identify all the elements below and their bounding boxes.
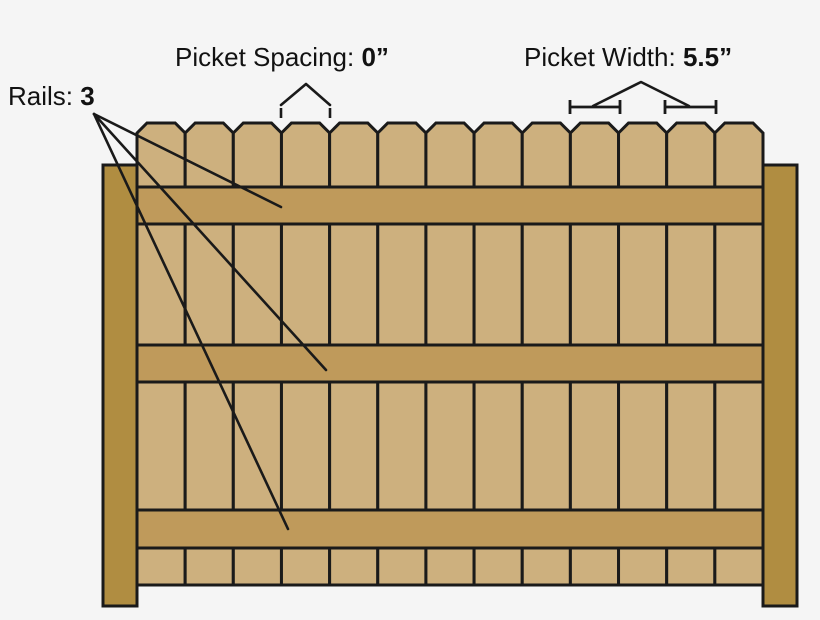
rails-leader-lines [92,112,328,531]
leader-to-bottom-rail [92,112,290,531]
rails-label: Rails: 3 [8,81,95,111]
picket-spacing-label: Picket Spacing: 0” [175,42,389,72]
picket-spacing-value: 0” [361,42,388,72]
picket-width-text: Picket Width: [524,42,683,72]
left-post [101,163,139,608]
leader-to-top-rail [92,112,283,209]
rails-text: Rails: [8,81,80,111]
post-group [101,163,799,608]
picket-spacing-caret [279,82,332,107]
picket-width-label: Picket Width: 5.5” [524,42,732,72]
middle-rail [135,343,765,384]
picket-spacing-text: Picket Spacing: [175,42,361,72]
picket-width-caret [591,80,691,108]
picket-width-value: 5.5” [683,42,732,72]
bottom-rail [135,508,765,550]
rails-value: 3 [80,81,94,111]
leader-to-middle-rail [92,112,328,372]
callout-carets [279,80,718,118]
right-post [761,163,799,608]
top-rail [135,185,765,226]
